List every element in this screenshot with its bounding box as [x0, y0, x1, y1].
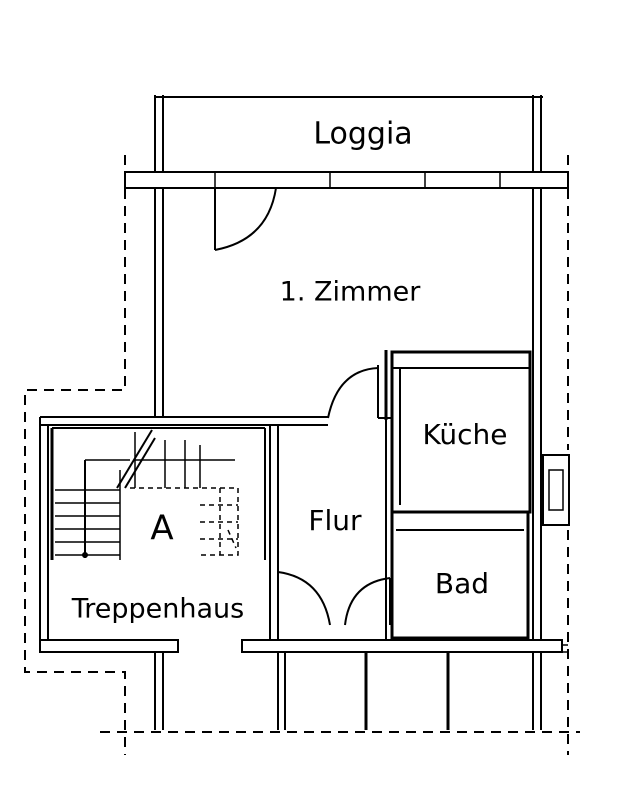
bathroom: Bad: [390, 510, 530, 640]
room-label-bad: Bad: [435, 567, 489, 600]
staircase: A Treppenhaus: [55, 429, 244, 625]
partition-wall: [40, 416, 328, 426]
loggia: Loggia: [154, 95, 543, 172]
room-label-treppenhaus: Treppenhaus: [71, 594, 244, 625]
entrance-door: [277, 571, 331, 626]
bathroom-door: [344, 577, 391, 626]
building-outline-dashed: [24, 155, 580, 755]
balcony-door: [214, 187, 277, 251]
room-label-kueche: Küche: [422, 418, 507, 451]
facade-wall: [124, 171, 569, 189]
stairwell-walls: [39, 417, 266, 640]
room-label-zimmer: 1. Zimmer: [280, 277, 422, 308]
stair-mark: A: [150, 509, 173, 549]
kitchen: Küche: [390, 350, 532, 514]
room-label-flur: Flur: [308, 504, 362, 537]
room-label-loggia: Loggia: [313, 117, 412, 152]
room-walls: 1. Zimmer: [154, 188, 542, 640]
bottom-walls: [39, 639, 563, 730]
door-flur-zimmer: [327, 350, 392, 420]
right-edge-marks: [562, 644, 568, 653]
side-window-right: [542, 454, 570, 526]
hallway: Flur: [269, 420, 387, 640]
